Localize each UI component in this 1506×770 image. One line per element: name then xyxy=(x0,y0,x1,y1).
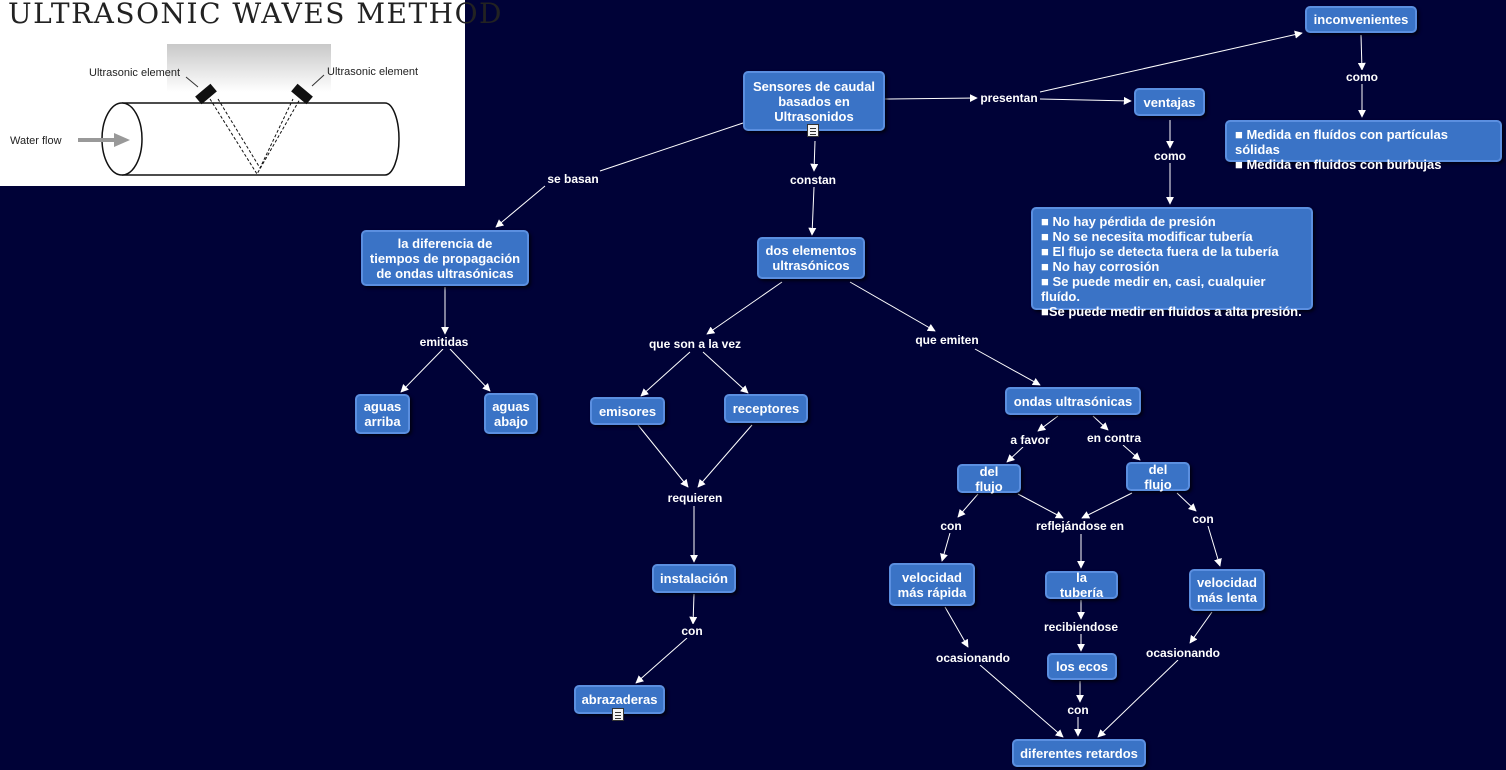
link-label-requieren: requieren xyxy=(665,491,725,505)
link-label-presentan: presentan xyxy=(978,91,1040,105)
link-label-se-basan: se basan xyxy=(545,172,601,186)
document-icon[interactable] xyxy=(612,708,624,721)
node-diferencia[interactable]: la diferencia de tiempos de propagación … xyxy=(361,230,529,286)
node-dos-elementos-label: dos elementos ultrasónicos xyxy=(765,243,857,273)
link-label-a-favor: a favor xyxy=(1008,433,1052,447)
node-velocidad-rapida-label: velocidad más rápida xyxy=(897,569,967,600)
node-abrazaderas[interactable]: abrazaderas xyxy=(574,685,665,714)
link-label-constan: constan xyxy=(787,173,839,187)
node-diferencia-label: la diferencia de tiempos de propagación … xyxy=(369,235,521,281)
link-label-con: con xyxy=(679,624,705,638)
node-sensores[interactable]: Sensores de caudal basados en Ultrasonid… xyxy=(743,71,885,131)
node-inconvenientes-label: inconvenientes xyxy=(1313,12,1409,27)
node-ondas-label: ondas ultrasónicas xyxy=(1013,393,1133,409)
node-del-flujo-contra-label: del flujo xyxy=(1144,461,1172,492)
node-retardos-label: diferentes retardos xyxy=(1020,745,1138,761)
link-label-con: con xyxy=(1190,512,1216,526)
node-ecos[interactable]: los ecos xyxy=(1047,653,1117,680)
node-instalacion-label: instalación xyxy=(660,571,728,586)
node-ecos-label: los ecos xyxy=(1055,659,1109,674)
node-ventajas[interactable]: ventajas xyxy=(1134,88,1205,116)
link-label-reflejandose: reflejándose en xyxy=(1033,519,1127,533)
node-del-flujo-favor-label: del flujo xyxy=(975,463,1003,494)
link-label-en-contra: en contra xyxy=(1084,431,1144,445)
node-ondas-ultrasonicas[interactable]: ondas ultrasónicas xyxy=(1005,387,1141,415)
node-ventajas-list-text: ■ No hay pérdida de presión ■ No se nece… xyxy=(1041,214,1302,319)
node-inconvenientes-list[interactable]: ■ Medida en fluídos con partículas sólid… xyxy=(1225,120,1502,172)
node-receptores[interactable]: receptores xyxy=(724,394,808,423)
node-instalacion[interactable]: instalación xyxy=(652,564,736,593)
ultrasonic-element-label-left: Ultrasonic element xyxy=(89,67,181,79)
node-abrazaderas-label: abrazaderas xyxy=(581,692,658,707)
node-diferentes-retardos[interactable]: diferentes retardos xyxy=(1012,739,1146,767)
illustration-title: ULTRASONIC WAVES METHOD xyxy=(8,0,503,30)
link-label-recibiendose: recibiendose xyxy=(1041,620,1121,634)
node-velocidad-rapida[interactable]: velocidad más rápida xyxy=(889,563,975,606)
node-emisores-label: emisores xyxy=(598,403,657,419)
link-label-con: con xyxy=(938,519,964,533)
node-dos-elementos[interactable]: dos elementos ultrasónicos xyxy=(757,237,865,279)
node-tuberia-label: la tubería xyxy=(1059,570,1104,600)
node-sensores-label: Sensores de caudal basados en Ultrasonid… xyxy=(752,78,876,124)
link-label-ocasionando: ocasionando xyxy=(933,651,1013,665)
node-velocidad-lenta-label: velocidad más lenta xyxy=(1197,575,1257,605)
node-receptores-label: receptores xyxy=(732,401,800,416)
node-ventajas-label: ventajas xyxy=(1143,94,1196,110)
node-aguas-abajo-label: aguas abajo xyxy=(492,398,530,429)
link-label-como: como xyxy=(1343,70,1381,84)
node-emisores[interactable]: emisores xyxy=(590,397,665,425)
pipe-diagram xyxy=(78,44,400,176)
water-flow-label: Water flow xyxy=(10,135,62,147)
node-del-flujo-contra[interactable]: del flujo xyxy=(1126,461,1190,492)
node-velocidad-lenta[interactable]: velocidad más lenta xyxy=(1189,569,1265,611)
link-label-que-emiten: que emiten xyxy=(913,333,981,347)
node-inconvenientes[interactable]: inconvenientes xyxy=(1305,6,1417,33)
ultrasonic-illustration: ULTRASONIC WAVES METHOD Ultrasonic eleme… xyxy=(0,0,501,186)
node-inconvenientes-list-text: ■ Medida en fluídos con partículas sólid… xyxy=(1235,127,1448,172)
link-label-ocasionando: ocasionando xyxy=(1143,646,1223,660)
node-ventajas-list[interactable]: ■ No hay pérdida de presión ■ No se nece… xyxy=(1031,207,1313,319)
document-icon[interactable] xyxy=(807,124,819,137)
link-label-como: como xyxy=(1151,149,1189,163)
node-tuberia[interactable]: la tubería xyxy=(1045,570,1118,600)
link-label-que-son: que son a la vez xyxy=(646,337,744,351)
ultrasonic-element-label-right: Ultrasonic element xyxy=(327,66,419,78)
link-label-emitidas: emitidas xyxy=(417,335,471,349)
node-aguas-arriba-label: aguas arriba xyxy=(363,399,402,429)
link-label-con: con xyxy=(1065,703,1091,717)
node-aguas-arriba[interactable]: aguas arriba xyxy=(355,394,410,434)
node-del-flujo-favor[interactable]: del flujo xyxy=(957,463,1021,494)
node-aguas-abajo[interactable]: aguas abajo xyxy=(484,393,538,434)
